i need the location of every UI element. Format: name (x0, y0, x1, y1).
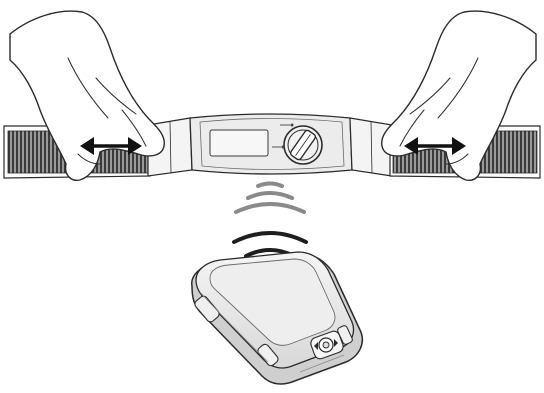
receiver-device (192, 252, 363, 384)
strap-signal-waves (236, 184, 304, 213)
sensor-window (210, 130, 268, 156)
sensor-pod (190, 114, 352, 174)
battery-cover-icon (284, 126, 322, 164)
